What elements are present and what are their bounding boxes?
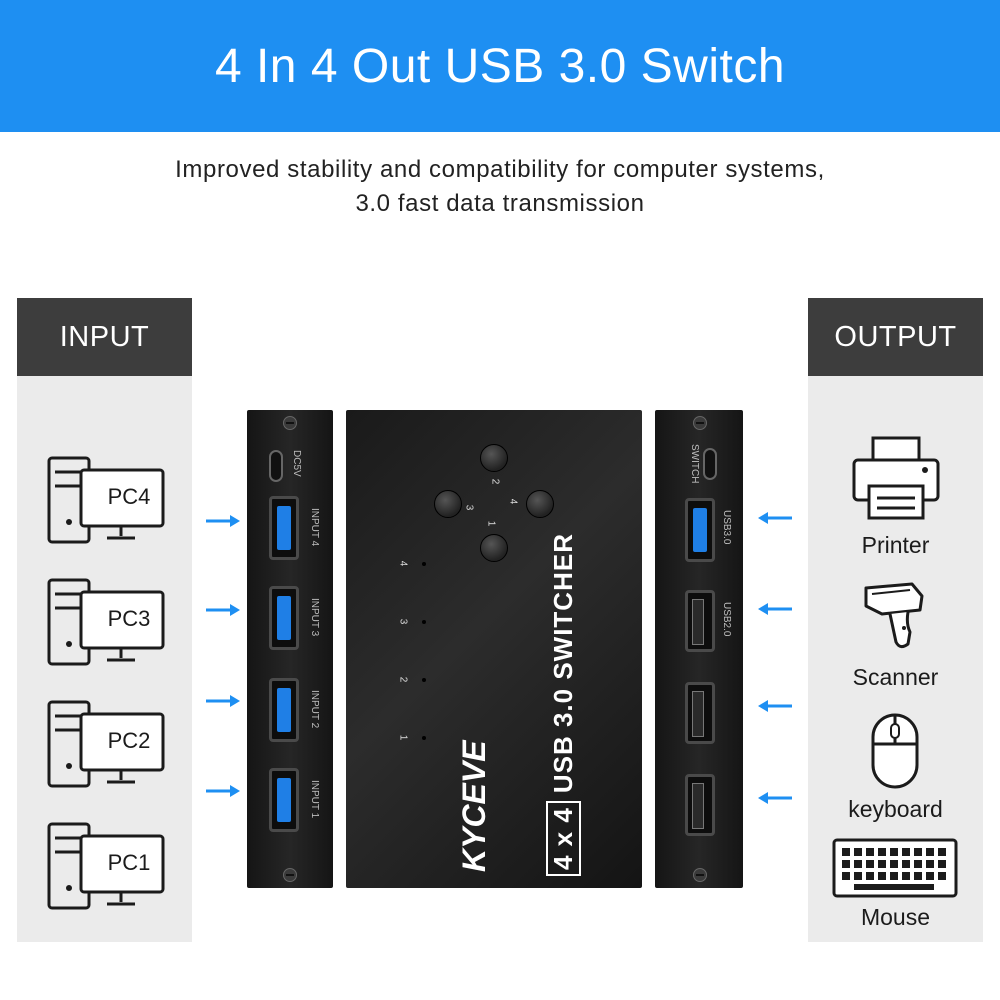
input-panel: INPUT PC4 PC3 bbox=[17, 298, 192, 942]
input-port-label: INPUT 2 bbox=[309, 690, 320, 729]
switch-port bbox=[703, 448, 717, 480]
led-number: 2 bbox=[397, 676, 409, 683]
pc-label: PC3 bbox=[107, 606, 151, 631]
pc-label: PC1 bbox=[107, 850, 151, 875]
arrow-right-icon bbox=[206, 515, 240, 527]
input-heading: INPUT bbox=[17, 298, 192, 376]
output-side-plate: SWITCH USB3.0 USB2.0 bbox=[655, 410, 743, 888]
input-port-1 bbox=[269, 768, 299, 832]
led-indicator bbox=[422, 620, 426, 624]
output-port-3 bbox=[685, 682, 715, 744]
scanner-icon bbox=[864, 582, 924, 649]
arrow-left-icon bbox=[758, 792, 792, 804]
output-port-4 bbox=[685, 774, 715, 836]
button-number: 3 bbox=[463, 504, 475, 511]
arrow-left-icon bbox=[758, 603, 792, 615]
scanner-label: Scanner bbox=[852, 664, 939, 690]
select-button-2 bbox=[480, 444, 508, 472]
printer-icon bbox=[852, 436, 940, 520]
switcher-top: 2 3 4 1 4 3 2 1 KYCEVE 4 x 4 USB 3.0 SWIT… bbox=[346, 410, 642, 888]
input-port-3 bbox=[269, 586, 299, 650]
pc1-item: PC1 bbox=[47, 822, 182, 918]
mouse-icon bbox=[871, 713, 919, 789]
computer-icon bbox=[47, 456, 165, 544]
computer-icon bbox=[47, 822, 165, 910]
title-banner: 4 In 4 Out USB 3.0 Switch bbox=[0, 0, 1000, 132]
led-indicator bbox=[422, 736, 426, 740]
mouse-label: Mouse bbox=[860, 904, 931, 930]
keyboard-icon bbox=[832, 838, 958, 898]
pc2-item: PC2 bbox=[47, 700, 182, 796]
led-number: 1 bbox=[397, 734, 409, 741]
input-port-2 bbox=[269, 678, 299, 742]
dc5v-label: DC5V bbox=[291, 450, 302, 477]
input-port-label: INPUT 1 bbox=[309, 780, 320, 819]
page-title: 4 In 4 Out USB 3.0 Switch bbox=[214, 39, 786, 93]
model-label: 4 x 4 USB 3.0 SWITCHER bbox=[546, 533, 581, 876]
input-port-label: INPUT 3 bbox=[309, 598, 320, 637]
input-port-4 bbox=[269, 496, 299, 560]
computer-icon bbox=[47, 578, 165, 666]
output-port-2 bbox=[685, 590, 715, 652]
pc-label: PC4 bbox=[107, 484, 151, 509]
led-number: 3 bbox=[397, 618, 409, 625]
screw-icon bbox=[693, 416, 707, 430]
arrow-left-icon bbox=[758, 700, 792, 712]
switch-label: SWITCH bbox=[689, 444, 700, 484]
output-panel: OUTPUT Printer Scanner keyboard Mouse bbox=[808, 298, 983, 942]
screw-icon bbox=[693, 868, 707, 882]
select-button-3 bbox=[434, 490, 462, 518]
led-number: 4 bbox=[397, 560, 409, 567]
button-number: 4 bbox=[507, 498, 519, 505]
computer-icon bbox=[47, 700, 165, 788]
brand-logo: KYCEVE bbox=[456, 740, 492, 872]
subtitle-line-1: Improved stability and compatibility for… bbox=[175, 156, 825, 183]
pc3-item: PC3 bbox=[47, 578, 182, 674]
subtitle-line-2: 3.0 fast data transmission bbox=[355, 190, 645, 217]
output-heading: OUTPUT bbox=[808, 298, 983, 376]
printer-label: Printer bbox=[861, 532, 930, 558]
arrow-left-icon bbox=[758, 512, 792, 524]
select-button-1 bbox=[480, 534, 508, 562]
dc5v-port bbox=[269, 450, 283, 482]
model-box: 4 x 4 bbox=[546, 801, 581, 876]
arrow-right-icon bbox=[206, 695, 240, 707]
screw-icon bbox=[283, 416, 297, 430]
arrow-right-icon bbox=[206, 785, 240, 797]
screw-icon bbox=[283, 868, 297, 882]
input-side-plate: DC5V INPUT 4 INPUT 3 INPUT 2 INPUT 1 bbox=[247, 410, 333, 888]
button-number: 2 bbox=[489, 478, 501, 485]
led-indicator bbox=[422, 562, 426, 566]
button-number: 1 bbox=[485, 520, 497, 527]
arrow-right-icon bbox=[206, 604, 240, 616]
led-indicator bbox=[422, 678, 426, 682]
model-text: USB 3.0 SWITCHER bbox=[548, 533, 578, 794]
usb20-label: USB2.0 bbox=[721, 602, 732, 637]
select-button-4 bbox=[526, 490, 554, 518]
pc-label: PC2 bbox=[107, 728, 151, 753]
pc4-item: PC4 bbox=[47, 456, 182, 552]
keyboard-label: keyboard bbox=[848, 796, 943, 822]
output-port-1 bbox=[685, 498, 715, 562]
usb30-label: USB3.0 bbox=[721, 510, 732, 545]
input-port-label: INPUT 4 bbox=[309, 508, 320, 547]
